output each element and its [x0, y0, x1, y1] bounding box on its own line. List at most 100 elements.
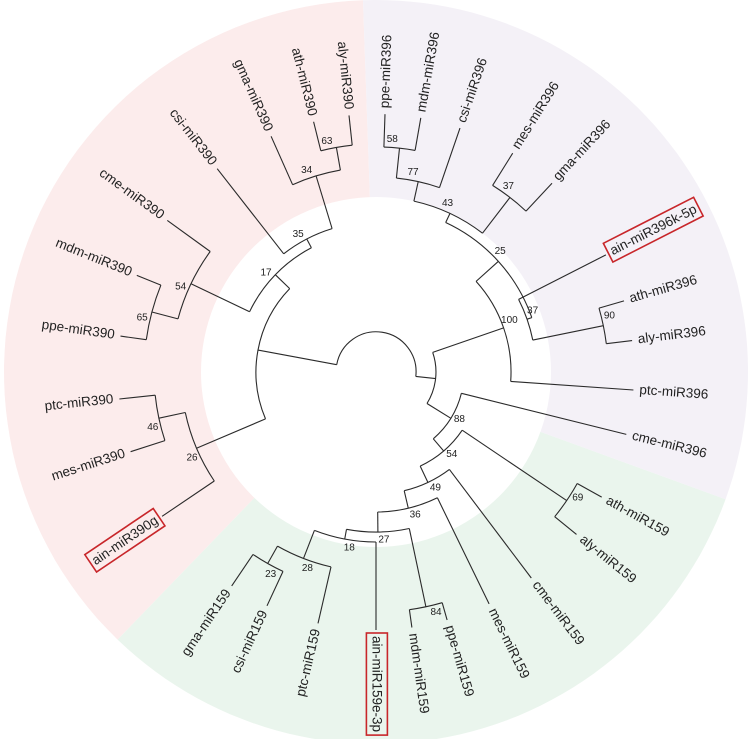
leaf-ptc396: ptc-miR396	[639, 382, 709, 402]
leaf-label: aly-miR390	[335, 41, 357, 110]
branch-arc-n_ain_aly	[518, 299, 534, 341]
bootstrap-n_gma_mes396: 37	[503, 181, 515, 192]
branch-arc-n_all396_159	[426, 352, 437, 404]
branch-cme159	[448, 469, 532, 579]
branch-arc-n_ain159	[314, 529, 377, 543]
bootstrap-n_cme159: 49	[430, 482, 442, 493]
branch-n_mdm_ppe159	[408, 528, 427, 607]
leaf-aly390: aly-miR390	[335, 41, 357, 110]
branch-n_cme159	[419, 465, 429, 483]
bootstrap-n_ain390: 26	[186, 452, 198, 463]
branch-n_ptc_mes390	[158, 411, 186, 419]
leaf-ain159: ain-miR159e-3p	[365, 632, 389, 736]
bootstrap-n_cme396: 88	[454, 414, 466, 425]
bootstrap-n_ain159: 18	[344, 543, 356, 554]
bootstrap-n_mes159: 36	[410, 509, 422, 520]
branch-mes390	[130, 440, 166, 453]
tree-branches	[119, 114, 634, 630]
branch-arc-n_ros159	[346, 527, 410, 533]
branch-arc-n_mdm_ppe390	[145, 284, 162, 340]
leaf-label: ptc-miR390	[44, 391, 114, 413]
branch-n_ptc396	[432, 327, 504, 353]
branch-arc-n_ros396	[413, 200, 483, 234]
branch-n_gma390	[315, 175, 333, 229]
branch-mdm159	[408, 609, 413, 628]
branch-arc-root	[336, 331, 417, 377]
branch-ptc159	[317, 566, 332, 624]
bootstrap-n_mdm_ppe390: 65	[137, 313, 149, 324]
branch-n_mdm_ppe390	[151, 311, 179, 320]
branch-arc-n_cme159	[404, 468, 450, 492]
branch-ath396	[598, 300, 625, 309]
branch-arc-n_all390	[255, 288, 291, 420]
highlight-box	[365, 632, 389, 736]
branch-arc-n_cme396	[432, 393, 462, 440]
bootstrap-n_cme390: 17	[260, 268, 272, 279]
branch-mes396	[492, 152, 514, 186]
branch-n_csi390	[306, 238, 312, 249]
branch-n_csi396	[413, 181, 419, 202]
branch-gma159	[231, 554, 254, 587]
branch-arc-n_gma_mes396	[492, 184, 527, 212]
branch-arc-n_ptc396	[475, 281, 512, 382]
branch-arc-n_gma_csi159	[252, 553, 284, 572]
branch-n_ain_aly	[526, 317, 532, 320]
highlight-box	[83, 507, 167, 574]
bootstrap-n_mdm_ppe396: 58	[387, 134, 399, 145]
branch-arc-n_csi390	[283, 228, 333, 255]
branch-n_ptc159	[302, 530, 315, 559]
leaf-label: ppe-miR396	[377, 34, 395, 108]
branch-arc-n_mes159	[377, 497, 438, 513]
branch-n_159full	[432, 438, 445, 452]
bootstrap-n_ptc_mes390: 46	[147, 422, 159, 433]
bootstrap-n_ptc396: 100	[501, 315, 518, 326]
branch-n_aly_ath159	[461, 429, 568, 502]
branch-n_390core	[190, 283, 250, 313]
branch-n_ros396	[445, 213, 451, 223]
branch-gma396	[525, 182, 553, 212]
leaf-ppe396: ppe-miR396	[377, 34, 395, 108]
branch-arc-n_ptc159	[277, 545, 332, 568]
branch-cme390	[166, 219, 211, 252]
branch-n_ain390	[196, 418, 266, 449]
branch-arc-n_cme390	[249, 247, 312, 312]
branch-aly159	[554, 516, 577, 535]
bootstrap-n_ros159: 27	[378, 534, 390, 545]
leaf-ptc390: ptc-miR390	[44, 391, 114, 413]
branch-cme396	[461, 392, 627, 435]
branch-ain390	[161, 480, 215, 517]
bootstrap-n_390core: 54	[175, 282, 187, 293]
branch-arc-n_159full	[419, 429, 463, 467]
branch-aly396	[606, 340, 633, 345]
branch-mes159	[436, 497, 490, 605]
bootstrap-n_ptc159: 28	[302, 563, 314, 574]
branch-n_gma_mes396	[482, 197, 511, 234]
bootstrap-n_csi396: 77	[407, 167, 419, 178]
branch-mdm390	[136, 274, 162, 286]
branch-n_gma_csi159	[267, 545, 278, 564]
bootstrap-n_csi390: 35	[293, 229, 305, 240]
branch-n_cme396	[426, 403, 452, 419]
bootstrap-n_gma_csi159: 23	[265, 569, 277, 580]
branch-csi390	[216, 168, 285, 255]
branch-arc-n_csi396	[396, 177, 440, 189]
branch-ain396	[518, 254, 607, 300]
bootstrap-n_aly_ath390: 63	[321, 136, 333, 147]
clade-background-sectors	[4, 0, 748, 739]
branch-arc-n_gma390	[292, 169, 341, 186]
branch-n_cme390	[274, 274, 291, 289]
branch-n_mdm_ppe396	[395, 148, 401, 179]
mir390-sector	[4, 0, 376, 640]
branch-n_ain159	[344, 529, 348, 540]
bootstrap-n_159full: 54	[446, 449, 458, 460]
branch-ath159	[576, 483, 602, 498]
inner-white-disc	[201, 197, 551, 547]
branch-ptc390	[119, 394, 156, 400]
branch-n_all390	[257, 349, 337, 366]
branch-gma390	[270, 136, 294, 185]
branch-arc-n_396top	[445, 222, 533, 318]
branch-arc-n_390core	[177, 251, 211, 320]
branch-n_aly_ath390	[335, 147, 341, 171]
branch-n_mes159	[403, 490, 409, 509]
branch-ptc396	[510, 380, 634, 391]
